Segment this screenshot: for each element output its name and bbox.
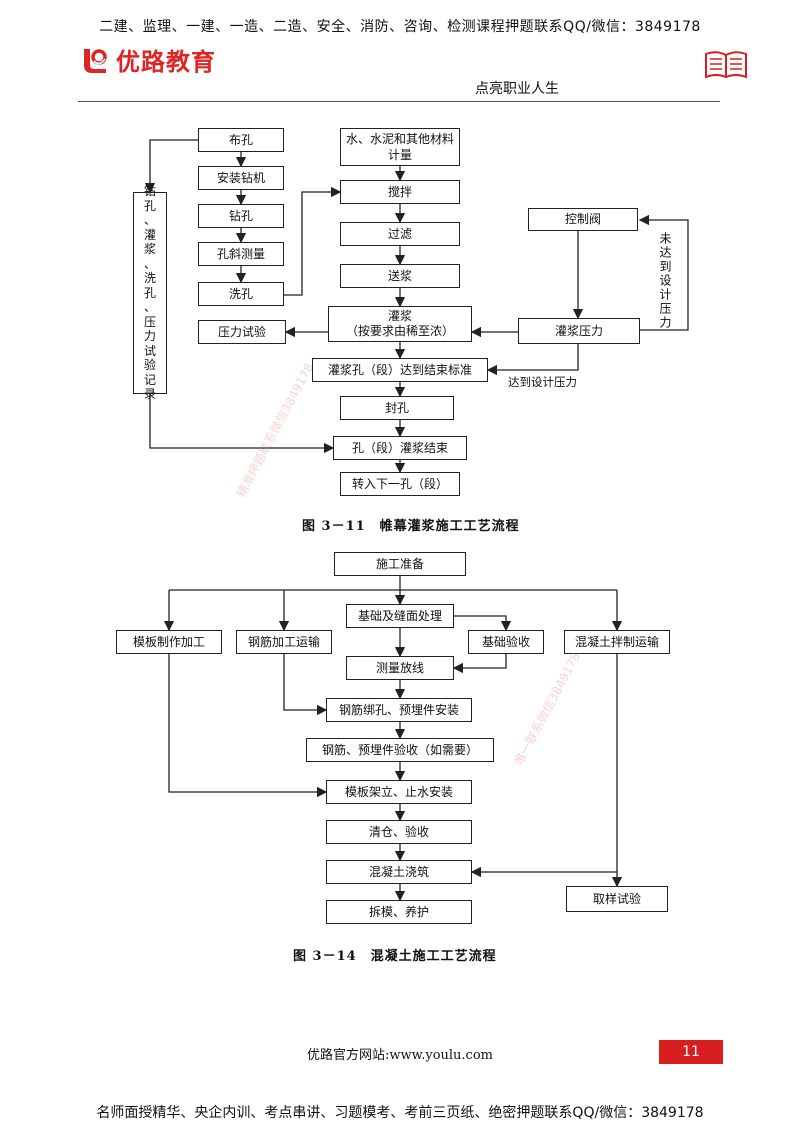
jilu-char: 浆 [143, 242, 156, 257]
figure1-caption: 图 3－11 帷幕灌浆施工工艺流程 [302, 519, 520, 534]
node-shigong-zhunbei: 施工准备 [334, 552, 466, 576]
jilu-char: 孔 [143, 285, 156, 300]
page-number: 11 [659, 1040, 723, 1064]
jilu-char: 、 [143, 300, 156, 315]
node-celiang-fangxian: 测量放线 [346, 656, 454, 680]
node-jichu-chuli: 基础及缝面处理 [346, 604, 454, 628]
logo: 优路教育 [80, 42, 216, 77]
node-xikong: 洗孔 [198, 282, 284, 306]
footer-website: 优路官方网站:www.youlu.com [307, 1048, 493, 1063]
node-fengkong: 封孔 [340, 396, 454, 420]
node-zuankong: 钻孔 [198, 204, 284, 228]
jilu-char: 力 [143, 329, 156, 344]
bottom-banner: 名师面授精华、央企内训、考点串讲、习题模考、考前三页纸、绝密押题联系QQ/微信：… [96, 1105, 704, 1121]
node-guanjiang-jieshu: 孔（段）灌浆结束 [333, 436, 467, 460]
top-banner: 二建、监理、一建、一造、二造、安全、消防、咨询、检测课程押题联系QQ/微信：38… [99, 19, 701, 35]
logo-mark-icon [80, 45, 110, 75]
node-songjiang: 送浆 [340, 264, 460, 288]
jilu-char: 孔 [143, 198, 156, 213]
node-kongxie-celiang: 孔斜测量 [198, 242, 284, 266]
node-guolv: 过滤 [340, 222, 460, 246]
guanjiang-line2: （按要求由稀至浓） [345, 324, 454, 338]
jilu-char: 试 [143, 343, 156, 358]
book-icon [704, 48, 748, 80]
node-kongzhifa: 控制阀 [528, 208, 638, 231]
label-weida-sheji-yali: 未达到设计压力 [658, 232, 672, 330]
node-jichu-yanshou: 基础验收 [468, 630, 544, 654]
node-muban-zhizuo: 模板制作加工 [116, 630, 222, 654]
jilu-char: 记 [143, 372, 156, 387]
jilu-char: 验 [143, 358, 156, 373]
jilu-char: 压 [143, 314, 156, 329]
header-divider [78, 101, 720, 102]
label-dadao-sheji-yali: 达到设计压力 [508, 375, 577, 389]
node-gangjin-yanshou: 钢筋、预埋件验收（如需要） [306, 738, 494, 762]
node-quyang-shiyan: 取样试验 [566, 886, 668, 912]
jilu-char: 录 [143, 387, 156, 402]
node-hunningtu-jiaozhu: 混凝土浇筑 [326, 860, 472, 884]
node-qingcang-yanshou: 清仓、验收 [326, 820, 472, 844]
jilu-char: 钻 [143, 184, 156, 199]
node-guanjiang: 灌浆 （按要求由稀至浓） [328, 306, 472, 342]
node-chaimo-yanghu: 拆模、养护 [326, 900, 472, 924]
tagline: 点亮职业人生 [475, 81, 559, 97]
node-anzhuang-zuanji: 安装钻机 [198, 166, 284, 190]
node-gangjin-bangzha: 钢筋绑孔、预埋件安装 [326, 698, 472, 722]
guanjiang-line1: 灌浆 [387, 309, 412, 323]
node-jilu: 钻 孔 、 灌 浆 、 洗 孔 、 压 力 试 验 记 录 [133, 184, 167, 401]
node-guanjiang-yali: 灌浆压力 [518, 318, 640, 344]
node-xiayi-kong: 转入下一孔（段） [340, 472, 460, 496]
jilu-char: 、 [143, 213, 156, 228]
logo-text: 优路教育 [116, 48, 216, 76]
cailiao-line2: 计量 [387, 148, 412, 162]
node-jiaoban: 搅拌 [340, 180, 460, 204]
node-hunningtu-banzhi: 混凝土拌制运输 [564, 630, 670, 654]
node-muban-jiali: 模板架立、止水安装 [326, 780, 472, 804]
node-yali-shiyan: 压力试验 [198, 320, 286, 344]
node-dadao-jieshu-biaozhun: 灌浆孔（段）达到结束标准 [312, 358, 488, 382]
node-bukong: 布孔 [198, 128, 284, 152]
node-gangjin-jiagong: 钢筋加工运输 [236, 630, 332, 654]
jilu-char: 、 [143, 256, 156, 271]
node-cailiao-jiliang: 水、水泥和其他材料 计量 [340, 128, 460, 166]
figure2-caption: 图 3－14 混凝土施工工艺流程 [293, 949, 497, 964]
jilu-char: 灌 [143, 227, 156, 242]
cailiao-line1: 水、水泥和其他材料 [345, 132, 454, 146]
jilu-char: 洗 [143, 271, 156, 286]
